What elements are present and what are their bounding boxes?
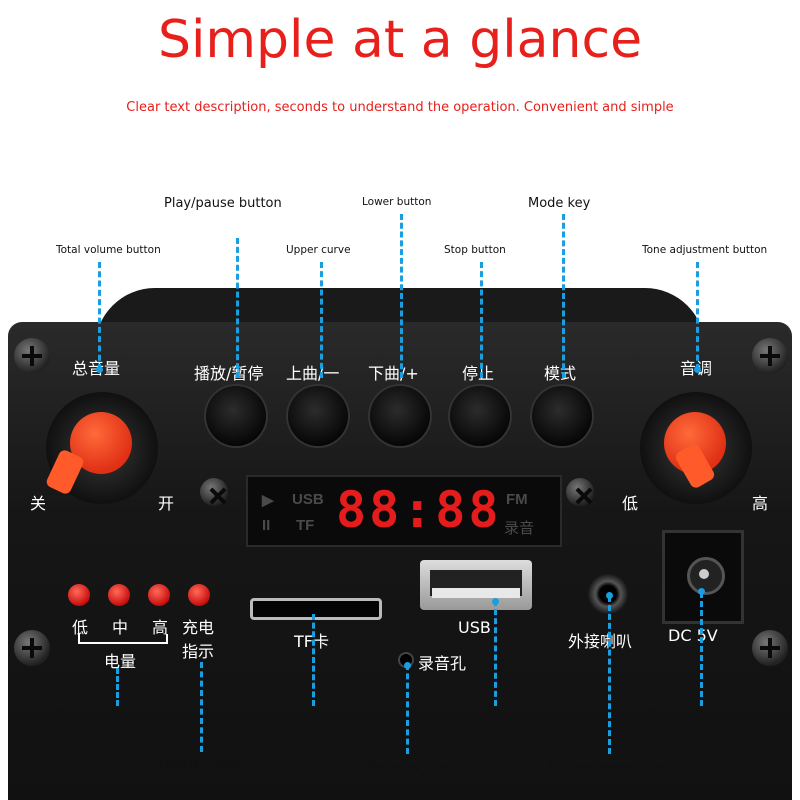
battery-led-low	[68, 584, 90, 606]
callout-dot	[698, 588, 705, 595]
rec-hole-label: 录音孔	[418, 654, 467, 673]
callout-line	[200, 662, 203, 752]
led-high-label: 高	[152, 618, 169, 637]
callout-line	[320, 262, 323, 378]
battery-led-high	[148, 584, 170, 606]
callout-line	[480, 262, 483, 378]
mode-label: 模式	[544, 364, 577, 383]
callout-line	[494, 600, 497, 706]
prev-label: 上曲/一	[286, 364, 340, 383]
callout-dot	[694, 366, 701, 373]
screw-icon	[14, 630, 50, 666]
callout-line	[608, 596, 611, 754]
callout-charging-indication: Charging indication	[152, 758, 255, 770]
display-fm: FM	[506, 491, 528, 508]
display-digits: 88:88	[336, 481, 502, 539]
callout-line	[700, 592, 703, 706]
callout-upper: Upper curve	[286, 244, 351, 256]
callout-line	[406, 664, 409, 754]
battery-bracket	[78, 634, 168, 644]
callout-line	[98, 262, 101, 370]
play-pause-label: 播放/暂停	[194, 364, 264, 383]
stop-button[interactable]	[450, 386, 510, 446]
callout-battery: Battery indicator	[56, 710, 166, 725]
stop-label: 停止	[462, 364, 495, 383]
ext-speaker-label: 外接喇叭	[568, 632, 633, 651]
callout-dot	[606, 592, 613, 599]
charging-led	[188, 584, 210, 606]
tf-card-label: TF卡	[294, 632, 329, 651]
callout-recording: Recording hole	[368, 760, 447, 772]
callout-dot	[404, 662, 411, 669]
headline: Simple at a glance	[157, 10, 643, 70]
usb-label: USB	[458, 618, 491, 637]
charge-label-1: 充电	[182, 618, 215, 637]
callout-line	[116, 668, 119, 706]
screw-icon	[752, 630, 788, 666]
play-pause-button[interactable]	[206, 386, 266, 446]
callout-line	[236, 238, 239, 378]
callout-dot	[492, 598, 499, 605]
next-button[interactable]	[370, 386, 430, 446]
screw-icon	[752, 338, 788, 374]
callout-stop: Stop button	[444, 244, 506, 256]
volume-off-label: 关	[30, 494, 47, 513]
callout-line	[312, 614, 315, 706]
usb-port[interactable]	[420, 560, 532, 610]
play-indicator-icon: ▶	[262, 492, 274, 509]
callout-dot	[96, 366, 103, 373]
tone-high-label: 高	[752, 494, 769, 513]
battery-level-label: 电量	[104, 652, 137, 671]
dc-jack[interactable]	[662, 530, 744, 624]
callout-mode: Mode key	[528, 196, 591, 211]
pause-indicator-icon: II	[262, 517, 271, 534]
callout-tone: Tone adjustment button	[642, 244, 768, 256]
next-label: 下曲/+	[368, 364, 419, 383]
callout-tf-slot: TF card slot	[268, 710, 338, 724]
callout-usb: USB interface	[450, 710, 539, 725]
led-mid-label: 中	[112, 618, 129, 637]
display-tf: TF	[296, 517, 315, 534]
callout-external-speaker: External speaker hole	[548, 760, 663, 772]
charge-label-2: 指示	[182, 642, 215, 661]
callout-lower: Lower button	[362, 196, 432, 208]
screw-icon	[200, 478, 228, 506]
mode-button[interactable]	[532, 386, 592, 446]
prev-button[interactable]	[288, 386, 348, 446]
led-low-label: 低	[72, 618, 89, 637]
callout-line	[562, 214, 565, 378]
tone-low-label: 低	[622, 494, 639, 513]
dc-label: DC 5V	[668, 626, 718, 645]
callout-charging-interface: Charging interface	[650, 710, 748, 722]
callout-line	[696, 262, 699, 370]
display-usb: USB	[292, 491, 324, 508]
screw-icon	[14, 338, 50, 374]
screw-icon	[566, 478, 594, 506]
display-rec: 录音	[504, 520, 535, 537]
callout-total-volume: Total volume button	[56, 244, 161, 256]
callout-line	[400, 214, 403, 378]
battery-led-mid	[108, 584, 130, 606]
callout-play-pause: Play/pause button	[164, 196, 282, 211]
tf-card-slot[interactable]	[250, 598, 382, 620]
led-display: ▶ USB II TF 88:88 FM 录音	[246, 475, 562, 547]
volume-on-label: 开	[158, 494, 175, 513]
subheadline: Clear text description, seconds to under…	[126, 100, 674, 115]
